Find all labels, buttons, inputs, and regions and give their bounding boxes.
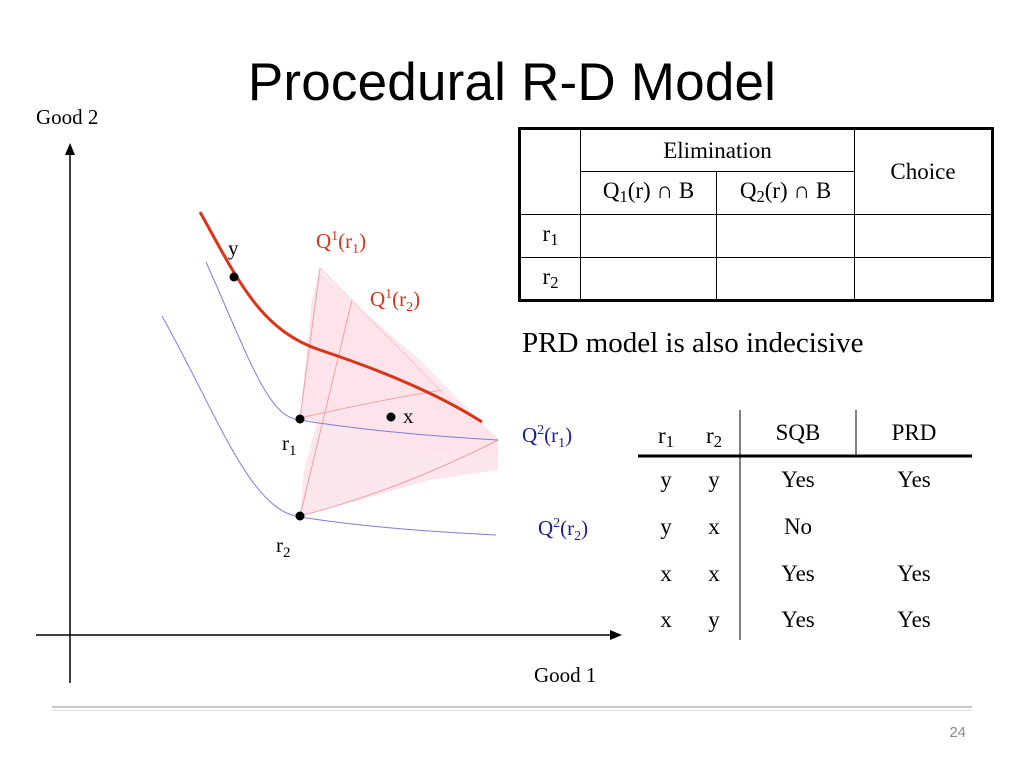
table1-cell: [854, 214, 993, 258]
table1-corner-cell: [519, 128, 581, 215]
table2-cell-sqb: No: [783, 514, 813, 539]
y-axis-label: Good 2: [36, 105, 98, 129]
table2-cell-r1: x: [660, 607, 672, 632]
table2-cell-r2: y: [708, 467, 720, 492]
table2-rules: [638, 410, 972, 640]
table1-cell: [580, 214, 717, 258]
elimination-choice-table: Elimination Choice Q1(r) ∩ B Q2(r) ∩ B r…: [518, 127, 994, 302]
q1r2-boundary-left: [299, 299, 353, 517]
table2-cell-sqb: Yes: [781, 561, 815, 586]
point-r2-label: r2: [276, 533, 291, 561]
x-axis-arrow: [610, 630, 622, 640]
table1-col1-header: Q1(r) ∩ B: [580, 171, 717, 215]
curve-label-q1r2: Q1(r2): [370, 287, 420, 315]
table2-header-r1: r1: [658, 423, 674, 452]
point-r1-label: r1: [282, 431, 297, 459]
table2-cell-sqb: Yes: [781, 607, 815, 632]
table2-cell-r2: x: [708, 561, 720, 586]
table2-cell-prd: Yes: [897, 561, 931, 586]
table2-cell-prd: Yes: [897, 467, 931, 492]
table2-cell-r2: y: [708, 607, 720, 632]
table1-cell: [716, 257, 855, 301]
point-y: [229, 272, 239, 282]
point-x-label: x: [403, 404, 414, 428]
table1-col2-header: Q2(r) ∩ B: [716, 171, 855, 215]
point-x: [386, 412, 396, 422]
table2-header-prd: PRD: [891, 420, 937, 445]
table2-cell-r1: y: [660, 514, 672, 539]
y-axis-arrow: [65, 143, 75, 155]
point-y-label: y: [228, 236, 239, 260]
indecisive-note: PRD model is also indecisive: [522, 327, 864, 359]
footer-rule-thin: [52, 710, 972, 711]
curve-label-q2r2: Q2(r2): [538, 516, 588, 544]
table1-elimination-header: Elimination: [580, 128, 855, 172]
table2-header-sqb: SQB: [775, 420, 821, 445]
table2-cell-sqb: Yes: [781, 467, 815, 492]
table1-cell: [580, 257, 717, 301]
point-r2: [295, 511, 305, 521]
table2-cell-r1: x: [660, 561, 672, 586]
curve-label-q2r1: Q2(r1): [522, 423, 572, 451]
table1-row-label-r1: r1: [519, 214, 581, 258]
slide-title: Procedural R-D Model: [247, 53, 777, 112]
table2-header-r2: r2: [706, 423, 722, 452]
q1r1-upper-edge: [319, 267, 443, 393]
table1-cell: [716, 214, 855, 258]
table1-row-label-r2: r2: [519, 257, 581, 301]
upper-contour-region-r2: [300, 300, 498, 516]
table2-cell-prd: Yes: [897, 607, 931, 632]
q1r1-boundary-left: [299, 267, 321, 419]
curve-label-q1r1: Q1(r1): [316, 229, 366, 257]
page-number: 24: [949, 724, 966, 741]
red-indifference-curve: [198, 211, 483, 424]
footer-rule: [52, 706, 972, 708]
point-r1: [295, 414, 305, 424]
table1-choice-header: Choice: [854, 128, 993, 215]
x-axis-label: Good 1: [534, 663, 596, 687]
table1-cell: [854, 257, 993, 301]
table2-cell-r2: x: [708, 514, 720, 539]
q1r2-boundary-lower: [299, 439, 499, 517]
table2-cell-r1: y: [660, 467, 672, 492]
